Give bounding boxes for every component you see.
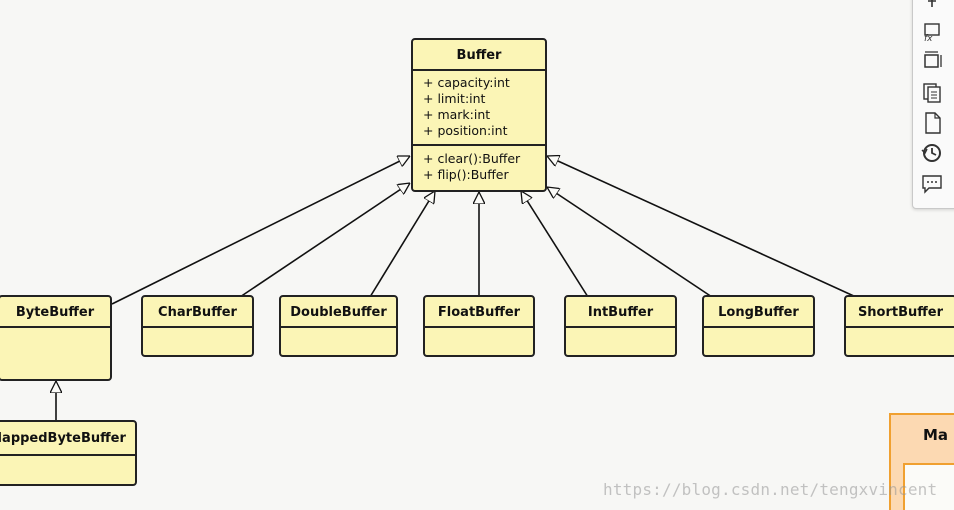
class-intbuffer[interactable]: IntBuffer xyxy=(564,295,677,357)
class-doublebuffer-title: DoubleBuffer xyxy=(281,297,396,328)
class-buffer-title: Buffer xyxy=(413,40,545,71)
attribute: + mark:int xyxy=(423,107,491,122)
copy-icon[interactable] xyxy=(919,79,945,105)
class-mappedbytebuffer-title: MappedByteBuffer xyxy=(0,422,135,456)
comment-icon[interactable] xyxy=(919,171,945,197)
svg-text:fx: fx xyxy=(924,34,933,44)
edge-bytebuffer xyxy=(111,155,410,305)
side-toolbar: fx xyxy=(912,0,954,209)
formula-icon[interactable]: fx xyxy=(919,19,945,45)
attribute: + limit:int xyxy=(423,91,486,106)
class-longbuffer-title: LongBuffer xyxy=(704,297,813,328)
class-shortbuffer[interactable]: ShortBuffer xyxy=(844,295,954,357)
partial-class-title: Ma xyxy=(923,426,949,444)
class-buffer[interactable]: Buffer + capacity:int + limit:int + mark… xyxy=(411,38,547,192)
class-buffer-methods: + clear():Buffer + flip():Buffer xyxy=(413,146,545,185)
class-charbuffer[interactable]: CharBuffer xyxy=(141,295,254,357)
class-mappedbytebuffer[interactable]: MappedByteBuffer xyxy=(0,420,137,486)
watermark: https://blog.csdn.net/tengxvincent xyxy=(603,480,938,499)
class-floatbuffer-title: FloatBuffer xyxy=(425,297,533,328)
edge-doublebuffer xyxy=(369,191,435,298)
edge-shortbuffer xyxy=(547,156,857,298)
edge-charbuffer xyxy=(239,183,410,298)
class-longbuffer[interactable]: LongBuffer xyxy=(702,295,815,357)
class-doublebuffer[interactable]: DoubleBuffer xyxy=(279,295,398,357)
class-bytebuffer-title: ByteBuffer xyxy=(0,297,110,328)
pin-icon[interactable] xyxy=(919,0,945,19)
class-bytebuffer[interactable]: ByteBuffer xyxy=(0,295,112,381)
class-shortbuffer-title: ShortBuffer xyxy=(846,297,954,328)
class-intbuffer-title: IntBuffer xyxy=(566,297,675,328)
method: + flip():Buffer xyxy=(423,167,509,182)
new-page-icon[interactable] xyxy=(919,110,945,136)
history-icon[interactable] xyxy=(919,140,945,166)
class-charbuffer-title: CharBuffer xyxy=(143,297,252,328)
class-buffer-attributes: + capacity:int + limit:int + mark:int + … xyxy=(413,71,545,146)
method: + clear():Buffer xyxy=(423,151,521,166)
attribute: + capacity:int xyxy=(423,75,510,90)
edge-longbuffer xyxy=(547,187,713,298)
class-floatbuffer[interactable]: FloatBuffer xyxy=(423,295,535,357)
resize-icon[interactable] xyxy=(919,48,945,74)
attribute: + position:int xyxy=(423,123,508,138)
edge-intbuffer xyxy=(521,191,589,298)
partial-inner-box xyxy=(903,463,954,510)
